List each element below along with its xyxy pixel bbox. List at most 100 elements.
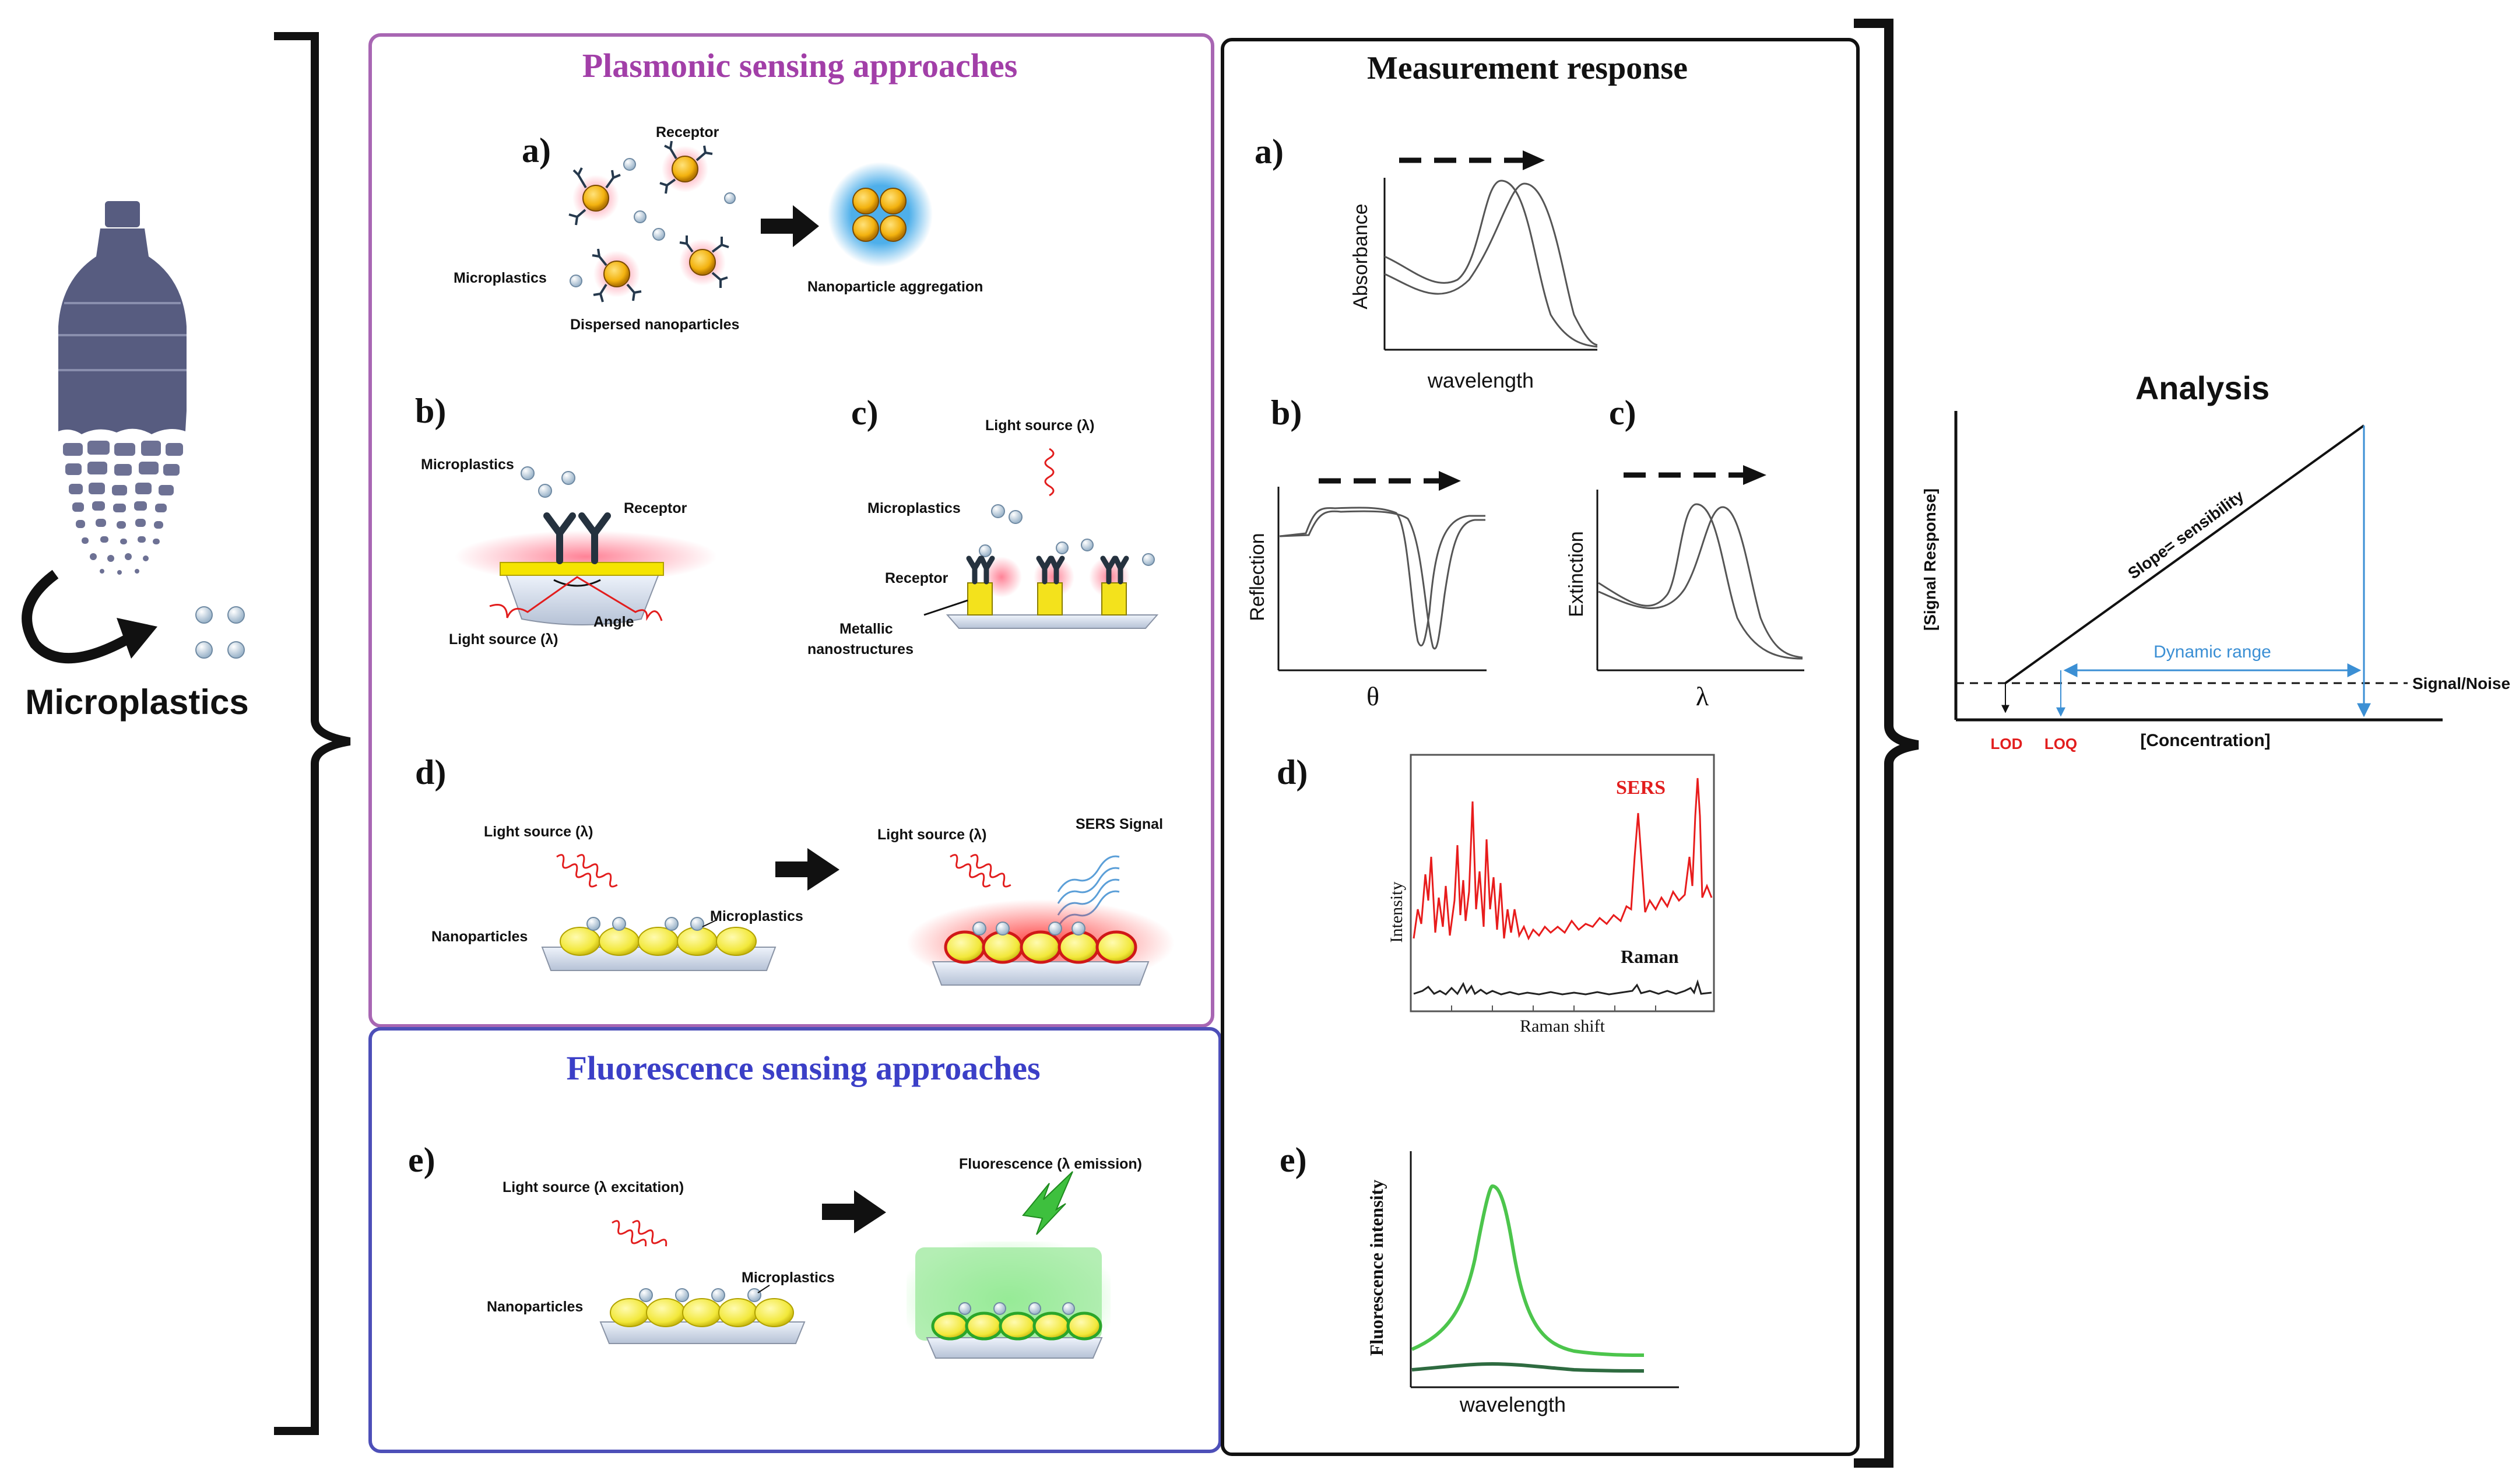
m-d-xlabel: Raman shift (1520, 1017, 1605, 1036)
right-bracket (1854, 19, 1919, 1468)
measurement-d-letter: d) (1277, 753, 1308, 792)
m-c-ylabel: Extinction (1565, 531, 1587, 617)
m-e-xlabel: wavelength (1459, 1392, 1566, 1416)
measurement-panel (1221, 38, 1860, 1456)
m-e-axes (1410, 1151, 1679, 1388)
m-c-curve-1 (1598, 503, 1803, 660)
m-c-arrowhead-icon (1743, 465, 1766, 485)
m-d-raman-spectrum (1413, 979, 1712, 996)
analysis-signal-noise-label: Signal/Noise (2412, 674, 2510, 692)
m-b-xlabel: θ (1366, 681, 1379, 711)
m-a-axes (1383, 178, 1597, 351)
plasmonic-a-letter: a) (522, 131, 551, 170)
e-substrate-2 (907, 1171, 1111, 1359)
fluorescence-title: Fluorescence sensing approaches (566, 1049, 1040, 1087)
d-microplastics-label: Microplastics (710, 908, 803, 924)
measurement-title: Measurement response (1367, 50, 1688, 86)
d-light-waves-2 (950, 854, 1011, 888)
m-a-ylabel: Absorbance (1350, 203, 1372, 309)
m-b-curve-2 (1279, 510, 1485, 650)
plasmonic-d-letter: d) (415, 753, 446, 792)
plasmonic-title: Plasmonic sensing approaches (582, 47, 1018, 85)
m-a-curve-2 (1384, 182, 1598, 346)
m-d-sers-spectrum (1413, 778, 1713, 941)
analysis-response-line (2004, 424, 2365, 684)
d-light-label-1: Light source (λ) (484, 824, 593, 840)
d-substrate-1 (541, 917, 777, 971)
m-b-axes (1277, 487, 1487, 671)
d-nanoparticles-label: Nanoparticles (431, 929, 528, 945)
dispersed-nanoparticles (568, 140, 736, 303)
a-arrow-icon (761, 205, 819, 247)
b-receptor-label: Receptor (624, 500, 687, 516)
m-e-curve-low (1411, 1362, 1645, 1373)
aggregated-nanoparticles (828, 162, 933, 267)
microplastic-dots (195, 606, 245, 659)
m-b-arrowhead-icon (1439, 471, 1461, 491)
bottle-illustration (58, 201, 187, 575)
m-c-curve-2 (1598, 506, 1803, 659)
measurement-e-letter: e) (1280, 1141, 1307, 1179)
c-microplastics-label: Microplastics (867, 500, 961, 516)
left-bracket (274, 32, 351, 1435)
d-light-label-2: Light source (λ) (877, 827, 987, 843)
a-aggregation-label: Nanoparticle aggregation (807, 279, 983, 295)
d-light-waves-1 (556, 854, 618, 888)
plasmonic-c-letter: c) (851, 393, 879, 432)
fluorescence-e-letter: e) (408, 1141, 435, 1179)
m-c-xlabel: λ (1696, 681, 1709, 711)
b-light-label: Light source (λ) (449, 631, 558, 648)
analysis-loq-label: LOQ (2044, 735, 2077, 752)
analysis-ylabel: [Signal Response] (1921, 488, 1939, 631)
c-light-wave (1044, 448, 1055, 497)
analysis-axes (1954, 411, 2443, 722)
m-d-ticks (1451, 1005, 1656, 1011)
plasmonic-b-letter: b) (415, 392, 446, 430)
curved-arrow-icon (22, 569, 137, 664)
m-a-xlabel: wavelength (1427, 368, 1534, 392)
c-nanostructure-setup (923, 504, 1159, 629)
m-b-ylabel: Reflection (1246, 533, 1269, 621)
m-d-ylabel: Intensity (1387, 882, 1406, 943)
e-light-label: Light source (λ excitation) (503, 1179, 684, 1195)
e-substrate-1 (599, 1285, 806, 1344)
microplastics-label: Microplastics (25, 683, 248, 722)
m-d-sers-label: SERS (1616, 777, 1666, 799)
analysis-dynamic-label: Dynamic range (2153, 642, 2271, 662)
bottle-fragments (63, 441, 183, 575)
a-microplastics-label: Microplastics (454, 270, 547, 286)
d-sers-label: SERS Signal (1076, 816, 1163, 832)
b-microplastics-label: Microplastics (421, 456, 514, 473)
analysis-xlabel: [Concentration] (2140, 731, 2270, 750)
a-dispersed-label: Dispersed nanoparticles (570, 317, 739, 333)
e-microplastics-label: Microplastics (742, 1270, 835, 1286)
a-receptor-label: Receptor (656, 124, 719, 140)
e-emission-label: Fluorescence (λ emission) (959, 1156, 1142, 1172)
c-receptor-label: Receptor (885, 570, 948, 586)
m-d-raman-label: Raman (1621, 946, 1679, 967)
e-nanoparticles-label: Nanoparticles (487, 1299, 583, 1315)
c-metallic-label-2: nanostructures (807, 641, 914, 657)
d-substrate-2 (907, 899, 1175, 987)
e-light-waves (612, 1220, 667, 1247)
m-a-arrowhead-icon (1523, 150, 1545, 170)
b-spr-setup (455, 466, 717, 625)
measurement-a-letter: a) (1255, 132, 1284, 171)
plasmonic-panel (368, 33, 1214, 1028)
m-d-frame (1410, 754, 1715, 1012)
d-arrow-icon (775, 848, 839, 891)
analysis-lod-label: LOD (1991, 735, 2023, 752)
m-b-curve-1 (1279, 507, 1485, 646)
measurement-c-letter: c) (1609, 393, 1636, 432)
m-a-curve-1 (1384, 180, 1598, 348)
m-c-axes (1596, 490, 1804, 671)
analysis-slope-label: Slope= sensibility (2124, 487, 2247, 583)
m-e-curve-high (1411, 1184, 1645, 1357)
curved-arrowhead (117, 618, 157, 659)
c-metallic-label-1: Metallic (839, 621, 893, 637)
analysis-title: Analysis (2135, 370, 2269, 406)
m-e-ylabel: Fluorescence intensity (1366, 1180, 1387, 1356)
e-arrow-icon (822, 1190, 886, 1233)
c-light-label: Light source (λ) (985, 417, 1095, 434)
